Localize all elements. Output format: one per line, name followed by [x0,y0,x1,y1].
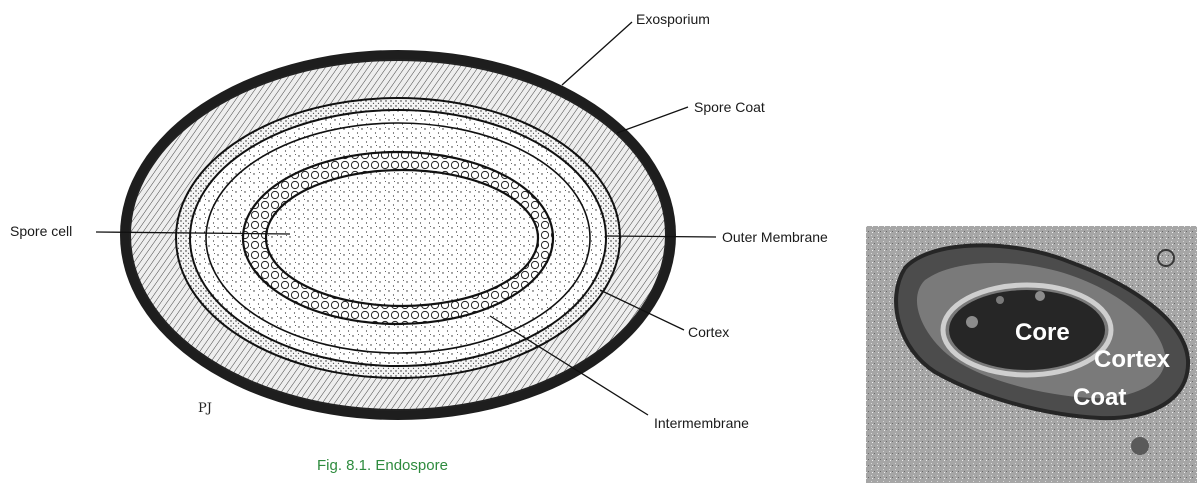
cortex-label: Cortex [688,324,729,340]
outer-membrane-label: Outer Membrane [722,229,828,245]
artist-signature: PJ [198,401,212,416]
endospore-micrograph: Core Cortex Coat [866,226,1197,483]
exosporium-leader [562,22,632,85]
micrograph-core-granule [966,316,978,328]
spore-coat-label: Spore Coat [694,99,765,115]
spore-cell-label: Spore cell [10,223,72,239]
micrograph-core-granule [996,296,1004,304]
spore-cell-core [266,170,538,306]
micrograph-core-granule [1035,291,1045,301]
micrograph-coat-label: Coat [1073,384,1126,411]
intermembrane-label: Intermembrane [654,415,749,431]
figure-caption: Fig. 8.1. Endospore [317,457,448,474]
micrograph-debris [1131,437,1149,455]
exosporium-label: Exosporium [636,11,710,27]
micrograph-cortex-label: Cortex [1094,346,1171,373]
micrograph-core-label: Core [1015,319,1070,346]
endospore-drawing [120,50,676,420]
spore-coat-leader [617,107,688,133]
